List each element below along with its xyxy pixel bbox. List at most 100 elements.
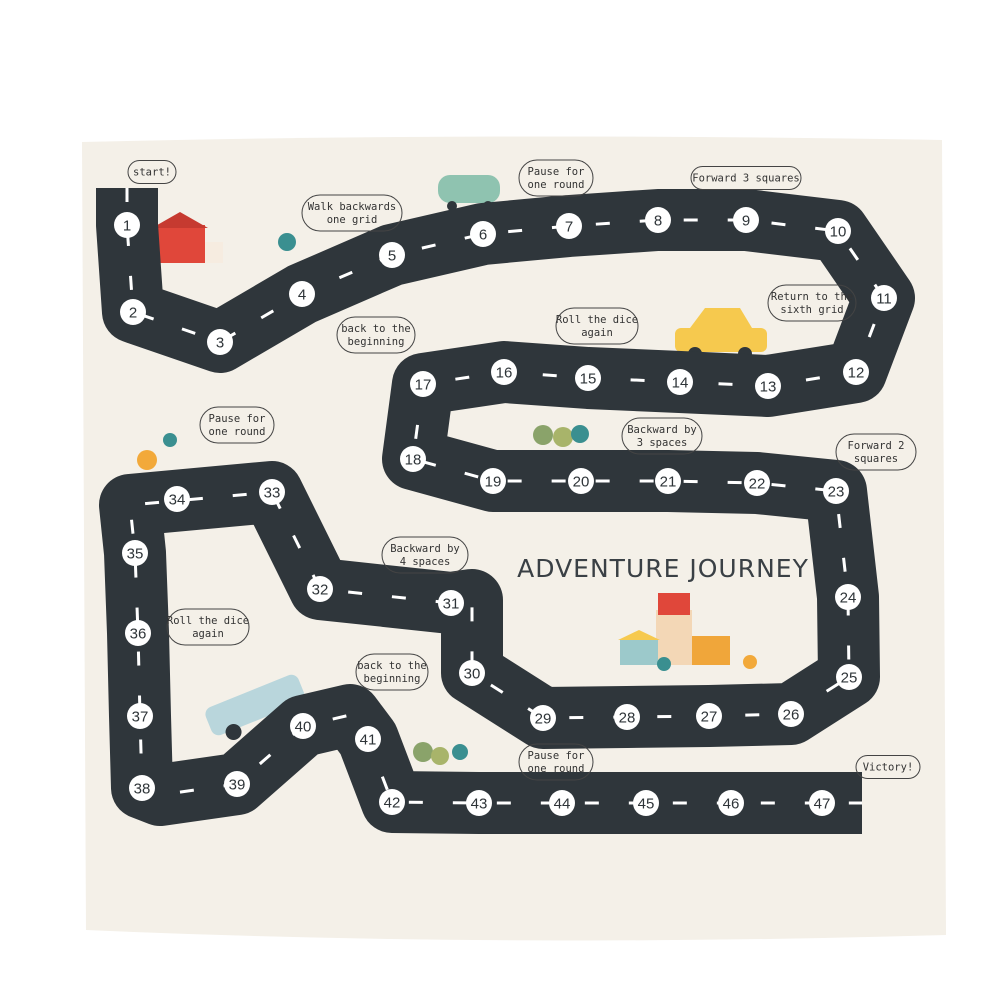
tile-number: 8 [654,213,662,230]
tile-circle [127,703,153,729]
board-tile: 10 [825,218,851,244]
tile-circle [289,281,315,307]
tile-circle [470,221,496,247]
board-tile: 24 [835,584,861,610]
tile-circle [410,371,436,397]
board-tile: 17 [410,371,436,397]
bubble-text: again [192,628,224,640]
tile-number: 20 [573,474,590,491]
tile-circle [114,212,140,238]
bubble-outline [855,755,921,779]
board-tile: 11 [871,285,897,311]
red-house-icon [152,212,223,263]
board-tile: 26 [778,701,804,727]
tile-number: 31 [443,596,460,613]
bubble-text: one round [209,426,266,438]
board-tile: 21 [655,468,681,494]
bubble-text: Backward by [627,424,697,436]
board-tile: 4 [289,281,315,307]
tile-number: 4 [298,287,306,304]
tile-circle [755,373,781,399]
tile-circle [871,285,897,311]
bubble-outline [381,536,469,574]
tile-number: 34 [169,492,186,509]
tile-circle [645,207,671,233]
board-tile: 45 [633,790,659,816]
tile-number: 26 [783,707,800,724]
tile-number: 43 [471,796,488,813]
board-tile: 20 [568,468,594,494]
board-tile: 30 [459,660,485,686]
bubble-text: Pause for [528,166,585,178]
tile-number: 1 [123,218,131,235]
board-tile: 31 [438,590,464,616]
tile-circle [224,771,250,797]
tile-circle [835,584,861,610]
board-tile: 22 [744,470,770,496]
tile-number: 21 [660,474,677,491]
bubble-outline [621,417,703,455]
tile-number: 36 [130,626,147,643]
speech-bubble: Forward 3 squares [690,166,802,190]
tile-circle [823,478,849,504]
bubble-text: beginning [364,673,421,685]
bubble-text: Pause for [209,413,266,425]
bubble-text: sixth grid [780,304,843,316]
tile-circle [633,790,659,816]
board-tile: 34 [164,486,190,512]
bubble-outline [555,307,639,345]
tile-number: 11 [876,291,892,308]
tile-number: 7 [565,219,573,236]
speech-bubble: Victory! [855,755,921,779]
board-tile: 46 [718,790,744,816]
tile-number: 39 [229,777,246,794]
tile-number: 38 [134,781,151,798]
bubble-text: back to the [357,660,427,672]
board-tile: 14 [667,369,693,395]
bubble-text: 3 spaces [637,437,688,449]
tile-circle [125,620,151,646]
tile-circle [778,701,804,727]
board-tile: 32 [307,576,333,602]
bubble-text: Victory! [863,762,914,774]
board-tile: 28 [614,704,640,730]
bubble-text: one round [528,179,585,191]
tile-number: 47 [814,796,831,813]
board-tile: 25 [836,664,862,690]
tile-number: 28 [619,710,636,727]
tile-number: 33 [264,485,281,502]
tile-number: 6 [479,227,487,244]
tile-circle [549,790,575,816]
bubble-text: Roll the dice [556,314,638,326]
board-tile: 36 [125,620,151,646]
bubble-text: Pause for [528,750,585,762]
board-tile: 27 [696,703,722,729]
board-tile: 23 [823,478,849,504]
tile-circle [655,468,681,494]
board-tile: 38 [129,775,155,801]
board-tile: 3 [207,329,233,355]
board-tile: 44 [549,790,575,816]
board-tile: 16 [491,359,517,385]
bubble-text: beginning [348,336,405,348]
tile-circle [164,486,190,512]
tile-circle [120,299,146,325]
tile-circle [207,329,233,355]
tile-number: 3 [216,335,224,352]
tile-number: 32 [312,582,329,599]
board-tile: 15 [575,365,601,391]
bubble-outline [355,653,429,691]
speech-bubble: start! [127,160,177,184]
bubble-outline [336,316,416,354]
tile-circle [379,242,405,268]
tile-circle [825,218,851,244]
tile-number: 46 [723,796,740,813]
tile-number: 14 [672,375,689,392]
tile-number: 44 [554,796,571,813]
tile-circle [696,703,722,729]
